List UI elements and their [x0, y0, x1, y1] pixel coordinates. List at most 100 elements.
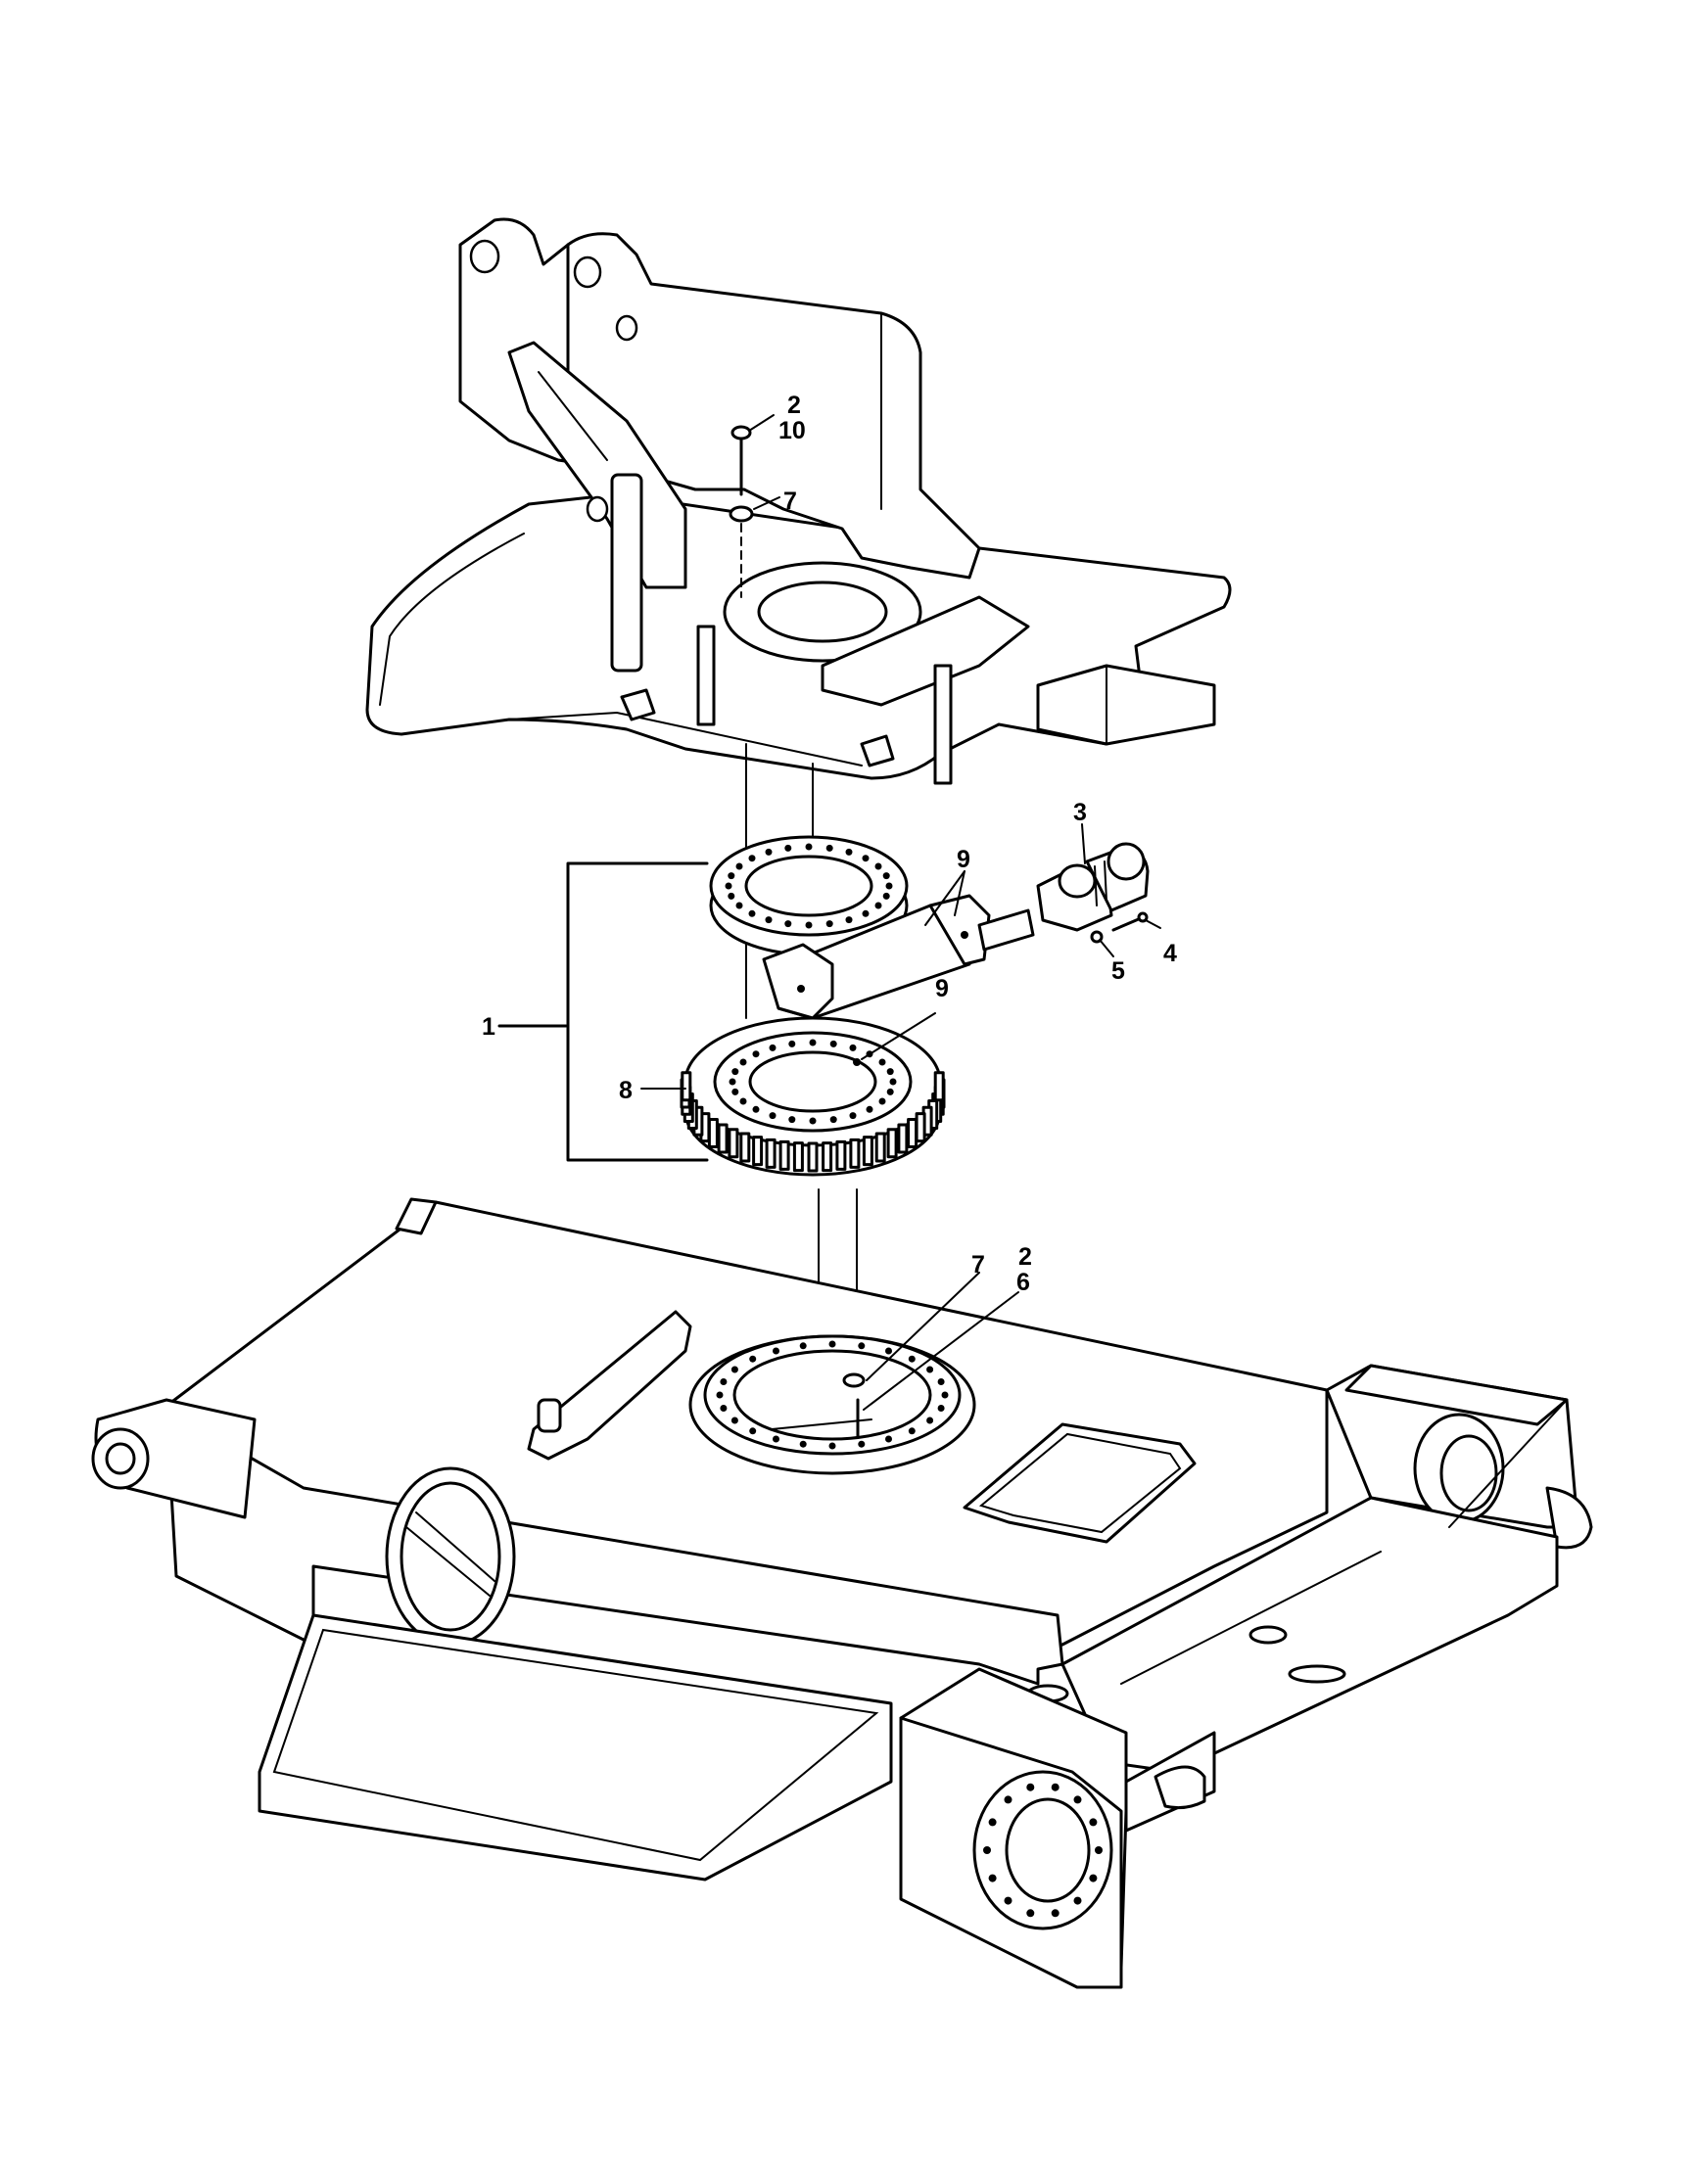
bolt-hole [1051, 1909, 1059, 1918]
bolt-hole [739, 1097, 747, 1105]
callout-8: 8 [619, 1077, 633, 1104]
gear-tooth [717, 1123, 729, 1154]
bolt-hole [874, 902, 882, 909]
bolt-hole [799, 1342, 807, 1350]
gear-tooth [681, 1071, 692, 1102]
bolt-hole [739, 1058, 747, 1066]
bolt-hole [1095, 1846, 1103, 1854]
bolt-hole [926, 1366, 934, 1373]
bolt-hole [829, 1040, 837, 1047]
gear-tooth [822, 1141, 833, 1173]
bolt-hole [866, 1105, 873, 1113]
bolt-hole [941, 1391, 949, 1399]
bolt-hole [769, 1044, 777, 1051]
bolt-hole [731, 1088, 739, 1095]
bolt-hole [882, 892, 890, 900]
bolt-hole [1004, 1795, 1012, 1804]
callout-10: 10 [778, 417, 806, 444]
bolt-hole [908, 1355, 916, 1363]
bolt-hole [885, 1347, 892, 1355]
gear-tooth [862, 1136, 873, 1167]
bolt-hole [773, 1347, 779, 1355]
bolt-hole [878, 1058, 886, 1066]
callout-9-lower: 9 [935, 975, 949, 1002]
gear-tooth [707, 1118, 719, 1148]
callout-4: 4 [1163, 940, 1177, 967]
bolt-hole [765, 916, 773, 924]
bolt-hole [849, 1044, 857, 1051]
swing-frame [365, 217, 1232, 785]
bolt-hole [828, 1340, 836, 1348]
bolt-hole [1073, 1896, 1082, 1905]
bolt-hole [908, 1427, 916, 1435]
bolt-hole [937, 1378, 945, 1385]
bolt-hole [784, 920, 792, 928]
gear-tooth [765, 1138, 777, 1169]
bolt-hole [731, 1068, 739, 1076]
bolt-hole [1089, 1874, 1098, 1882]
callout-3: 3 [1073, 799, 1087, 826]
bolt-hole [728, 892, 735, 900]
bolt-hole [825, 920, 833, 928]
bolt-hole [809, 1039, 817, 1046]
gear-tooth [933, 1071, 945, 1102]
callout-9-upper: 9 [957, 846, 970, 873]
gear-tooth [792, 1141, 804, 1173]
bolt-hole [805, 921, 813, 929]
gear-tooth [874, 1132, 886, 1163]
bolt-hole [862, 909, 870, 917]
bolt-hole [829, 1116, 837, 1124]
swing-motor-3 [1036, 842, 1150, 932]
leader-lines [497, 414, 1161, 1411]
bolt-hole [788, 1040, 796, 1047]
bolt-hole [885, 1435, 892, 1443]
bolt-hole [937, 1405, 945, 1412]
swing-bearing-upper-ring [709, 835, 909, 956]
callout-labels: 1 2 10 7 3 9 4 5 9 8 7 2 6 [482, 392, 1177, 1296]
callout-2-lower: 2 [1018, 1243, 1032, 1271]
bolt-hole [1026, 1783, 1035, 1791]
bolt-hole [988, 1818, 997, 1827]
bolt-hole [825, 844, 833, 852]
bolt-hole [926, 1417, 934, 1424]
bolt-hole [885, 882, 893, 890]
bolt-hole [886, 1088, 894, 1095]
bolt-hole [805, 843, 813, 851]
gear-tooth [907, 1118, 918, 1148]
gear-tooth [886, 1128, 898, 1159]
bolt-hole [828, 1442, 836, 1450]
bolt-hole [1073, 1795, 1082, 1804]
bolt-hole [809, 1117, 817, 1125]
bolt-hole [773, 1435, 779, 1443]
gear-tooth [752, 1136, 764, 1167]
gear-tooth [849, 1138, 861, 1169]
bolt-hole [874, 862, 882, 870]
gear-tooth [728, 1128, 739, 1159]
bolt-hole [788, 1116, 796, 1124]
bolt-hole [769, 1112, 777, 1120]
bolt-hole [878, 1097, 886, 1105]
bolt-hole [858, 1440, 866, 1448]
bolt-hole [749, 1427, 757, 1435]
bolt-hole [765, 848, 773, 856]
gear-tooth [915, 1112, 926, 1143]
bolt-hole [735, 862, 743, 870]
bolt-hole [845, 916, 853, 924]
washer-7 [729, 505, 754, 523]
lower-chassis [91, 1197, 1593, 1989]
bolt-hole [752, 1050, 760, 1058]
bolt-hole [752, 1105, 760, 1113]
gear-tooth [778, 1139, 790, 1171]
bolt-hole [799, 1440, 807, 1448]
bolt-hole [1004, 1896, 1012, 1905]
swing-gear-ring-8 [680, 1016, 946, 1177]
bolt-hole [720, 1405, 728, 1412]
bolt-hole [886, 1068, 894, 1076]
bolt-hole [1051, 1783, 1059, 1791]
gear-tooth [897, 1123, 909, 1154]
bolt-hole [735, 902, 743, 909]
bolt-hole [849, 1112, 857, 1120]
bolt-hole [784, 844, 792, 852]
bolt-hole [749, 1355, 757, 1363]
